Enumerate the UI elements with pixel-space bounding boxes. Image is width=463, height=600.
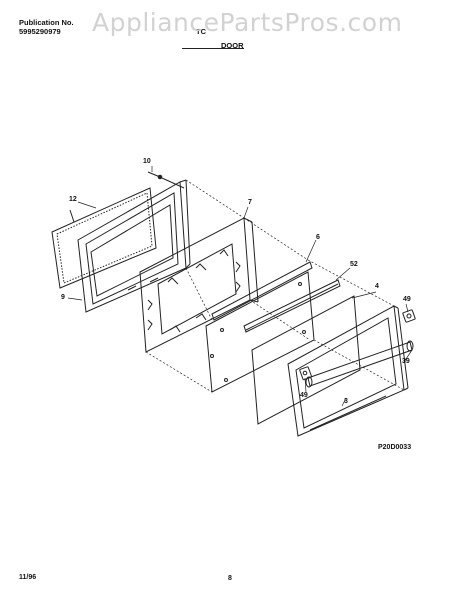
part-10-screw xyxy=(147,171,185,189)
publication-number: 5995290979 xyxy=(19,27,61,36)
part-49-endcap-upper xyxy=(402,309,416,323)
callout-49-upper: 49 xyxy=(403,296,411,303)
publication-label: Publication No. xyxy=(19,18,74,27)
callout-7: 7 xyxy=(248,199,252,206)
section-title: DOOR xyxy=(221,41,244,50)
section-title-rule xyxy=(182,48,244,49)
part-4-glass xyxy=(251,295,361,425)
watermark: AppliancePartsPros.com xyxy=(92,8,403,37)
assembly-lines xyxy=(145,179,405,393)
part-6-trim xyxy=(211,261,313,321)
model-prefix: TC xyxy=(196,27,206,36)
callout-3: 3 xyxy=(344,398,348,405)
callout-leaders xyxy=(67,166,413,407)
callout-12: 12 xyxy=(69,196,77,203)
part-3-outer-door xyxy=(287,305,409,437)
callout-9: 9 xyxy=(61,294,65,301)
callout-6: 6 xyxy=(316,234,320,241)
footer-date: 11/96 xyxy=(19,574,37,581)
footer-page-number: 8 xyxy=(228,575,232,582)
part-12-gasket xyxy=(51,187,157,289)
callout-52: 52 xyxy=(350,261,358,268)
callout-39: 39 xyxy=(402,358,410,365)
part-9-inner-frame xyxy=(77,179,191,313)
part-52-channel xyxy=(243,279,341,333)
callout-49-lower: 49 xyxy=(300,392,308,399)
figure-code: P20D0033 xyxy=(378,444,412,451)
part-7-door-frame xyxy=(139,217,259,353)
callout-10: 10 xyxy=(143,158,151,165)
callout-4: 4 xyxy=(375,283,379,290)
part-49-endcap-lower xyxy=(299,366,312,381)
